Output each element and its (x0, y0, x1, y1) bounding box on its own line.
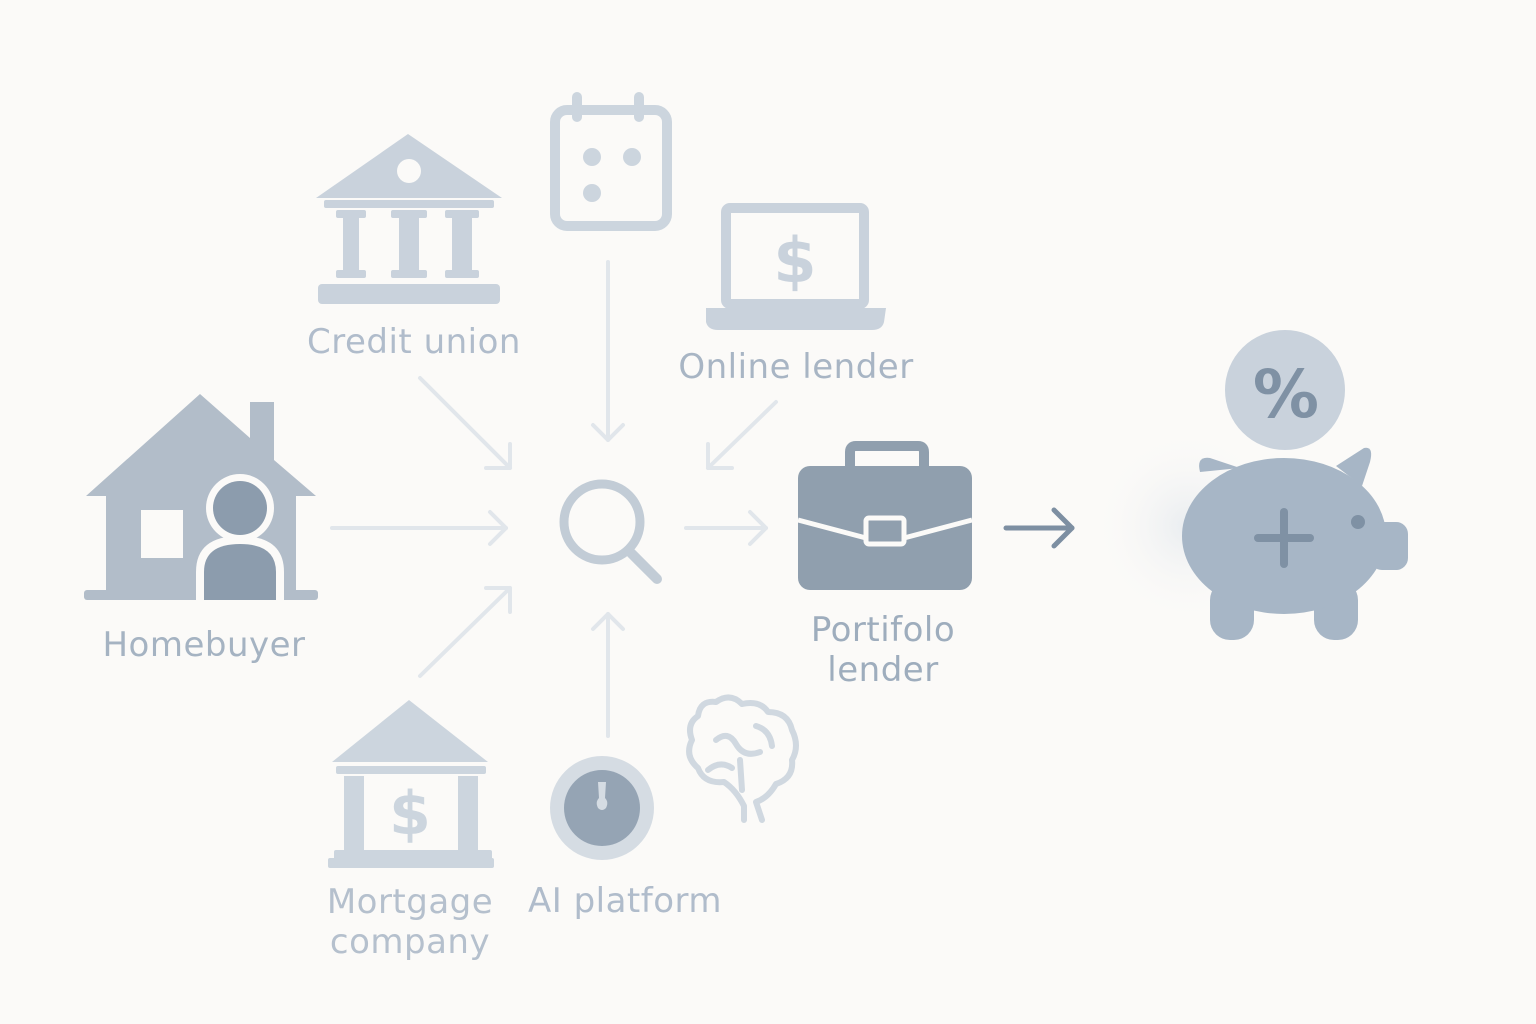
magnifier-icon (559, 479, 662, 584)
percent-icon: % (1225, 330, 1345, 450)
ai-platform-label: AI platform (527, 881, 723, 921)
svg-text:%: % (1253, 356, 1319, 433)
portfolio-lender-label: Portifolo lender (783, 610, 983, 690)
bank-icon (316, 134, 502, 304)
arrow-online-to-search (706, 400, 778, 470)
stopwatch-icon (550, 756, 654, 860)
svg-text:$: $ (389, 779, 431, 849)
bank-dollar-icon: $ (328, 700, 494, 868)
mortgage-company-label-line1: Mortgage (326, 882, 494, 922)
briefcase-icon (797, 441, 973, 590)
piggy-bank-icon (1092, 428, 1408, 640)
arrow-portfolio-to-savings (1003, 507, 1075, 549)
mortgage-company-label: Mortgage company (300, 882, 520, 962)
arrow-ai-to-search (591, 612, 625, 738)
arrow-homebuyer-to-search (330, 510, 508, 546)
connector-arrows (330, 260, 778, 738)
portfolio-lender-label-line1: Portifolo (810, 610, 956, 650)
arrow-mortgage-to-search (418, 586, 512, 678)
arrow-calendar-to-search (591, 260, 625, 442)
portfolio-lender-label-line2: lender (827, 650, 939, 690)
online-lender-label: Online lender (678, 347, 914, 387)
homebuyer-label: Homebuyer (102, 625, 306, 665)
house-person-icon (84, 394, 318, 604)
arrow-search-to-portfolio (684, 510, 768, 546)
arrow-credit-to-search (418, 376, 512, 470)
brain-icon (686, 694, 799, 823)
mortgage-company-label-line2: company (329, 922, 491, 962)
laptop-dollar-icon: $ (706, 203, 886, 330)
svg-text:$: $ (773, 224, 816, 297)
calendar-icon (550, 92, 672, 231)
credit-union-label: Credit union (307, 322, 521, 362)
